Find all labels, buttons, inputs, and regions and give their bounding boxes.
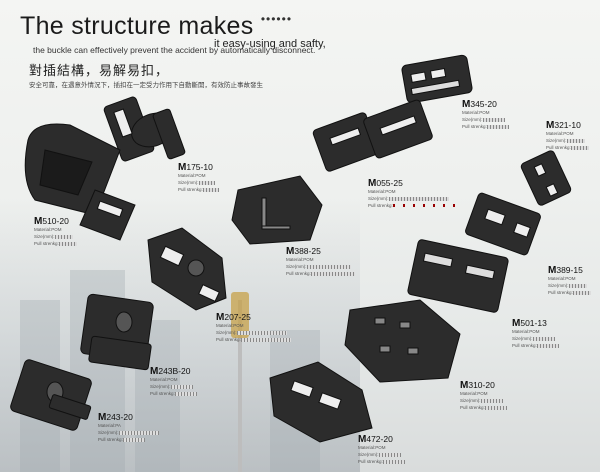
product-code: M243B-20 — [150, 366, 191, 377]
product-code: M501-13 — [512, 318, 547, 329]
buckle-m321-10 — [520, 150, 572, 206]
product-specs: Material:POM Size(mm): Pull strenkg: — [546, 130, 589, 151]
buckle-m472-20 — [269, 361, 373, 443]
subtitle-big: it easy-using and safty, — [214, 38, 326, 50]
product-specs: Material:POM Size(mm): Pull strenkg: — [462, 109, 509, 130]
product-code: M207-25 — [216, 312, 251, 323]
buckle-m388-25 — [231, 175, 323, 245]
page-title: The structure makes •••••• — [20, 12, 293, 40]
traffic-light — [231, 292, 249, 338]
product-code: M055-25 — [368, 178, 403, 189]
buckle-m243b-20 — [80, 293, 154, 371]
buckle-m501-13 — [407, 239, 509, 313]
product-specs: Material:POM Size(mm): Pull strenkg: — [34, 226, 77, 247]
buckle-m243-20 — [10, 359, 92, 431]
product-specs: Material:POM Size(mm): Pull strenkg: — [368, 188, 463, 209]
product-specs: Material:POM Size(mm): Pull strenkg: — [286, 256, 355, 277]
chinese-body: 安全可靠，在遇意外情況下，插扣在一定受力作用下自動斷開，有效防止事故發生 — [29, 82, 263, 89]
buckle-m207-25 — [147, 227, 227, 311]
product-specs: Material:POM Size(mm): Pull strenkg: — [358, 444, 405, 465]
product-specs: Material:POM Size(mm): Pull strenkg: — [548, 275, 591, 296]
buckle-m389-15 — [465, 192, 541, 256]
product-specs: Material:PA Size(mm): Pull strenkg: — [98, 422, 159, 443]
product-code: M175-10 — [178, 162, 213, 173]
buckle-m345-20 — [401, 54, 473, 104]
product-code: M472-20 — [358, 434, 393, 445]
subtitle-small: the buckle can effectively prevent the a… — [33, 45, 316, 55]
product-code: M388-25 — [286, 246, 321, 257]
traffic-light-pole — [238, 300, 242, 472]
product-code: M243-20 — [98, 412, 133, 423]
buckle-m055-25 — [312, 99, 433, 172]
product-specs: Material:POM Size(mm): Pull strenkg: — [512, 328, 559, 349]
product-code: M321-10 — [546, 120, 581, 131]
product-code: M310-20 — [460, 380, 495, 391]
chinese-title: 對插結構，易解易扣， — [29, 63, 170, 78]
buckle-m310-20 — [344, 299, 461, 383]
product-specs: Material:POM Size(mm): Pull strenkg: — [178, 172, 219, 193]
product-specs: Material:POM Size(mm): Pull strenkg: — [216, 322, 291, 343]
buckle-m510-20 — [24, 123, 136, 241]
product-code: M510-20 — [34, 216, 69, 227]
product-code: M345-20 — [462, 99, 497, 110]
product-specs: Material:POM Size(mm): Pull strenkg: — [150, 376, 197, 397]
product-specs: Material:POM Size(mm): Pull strenkg: — [460, 390, 507, 411]
product-code: M389-15 — [548, 265, 583, 276]
buckle-m175-10 — [103, 96, 186, 162]
